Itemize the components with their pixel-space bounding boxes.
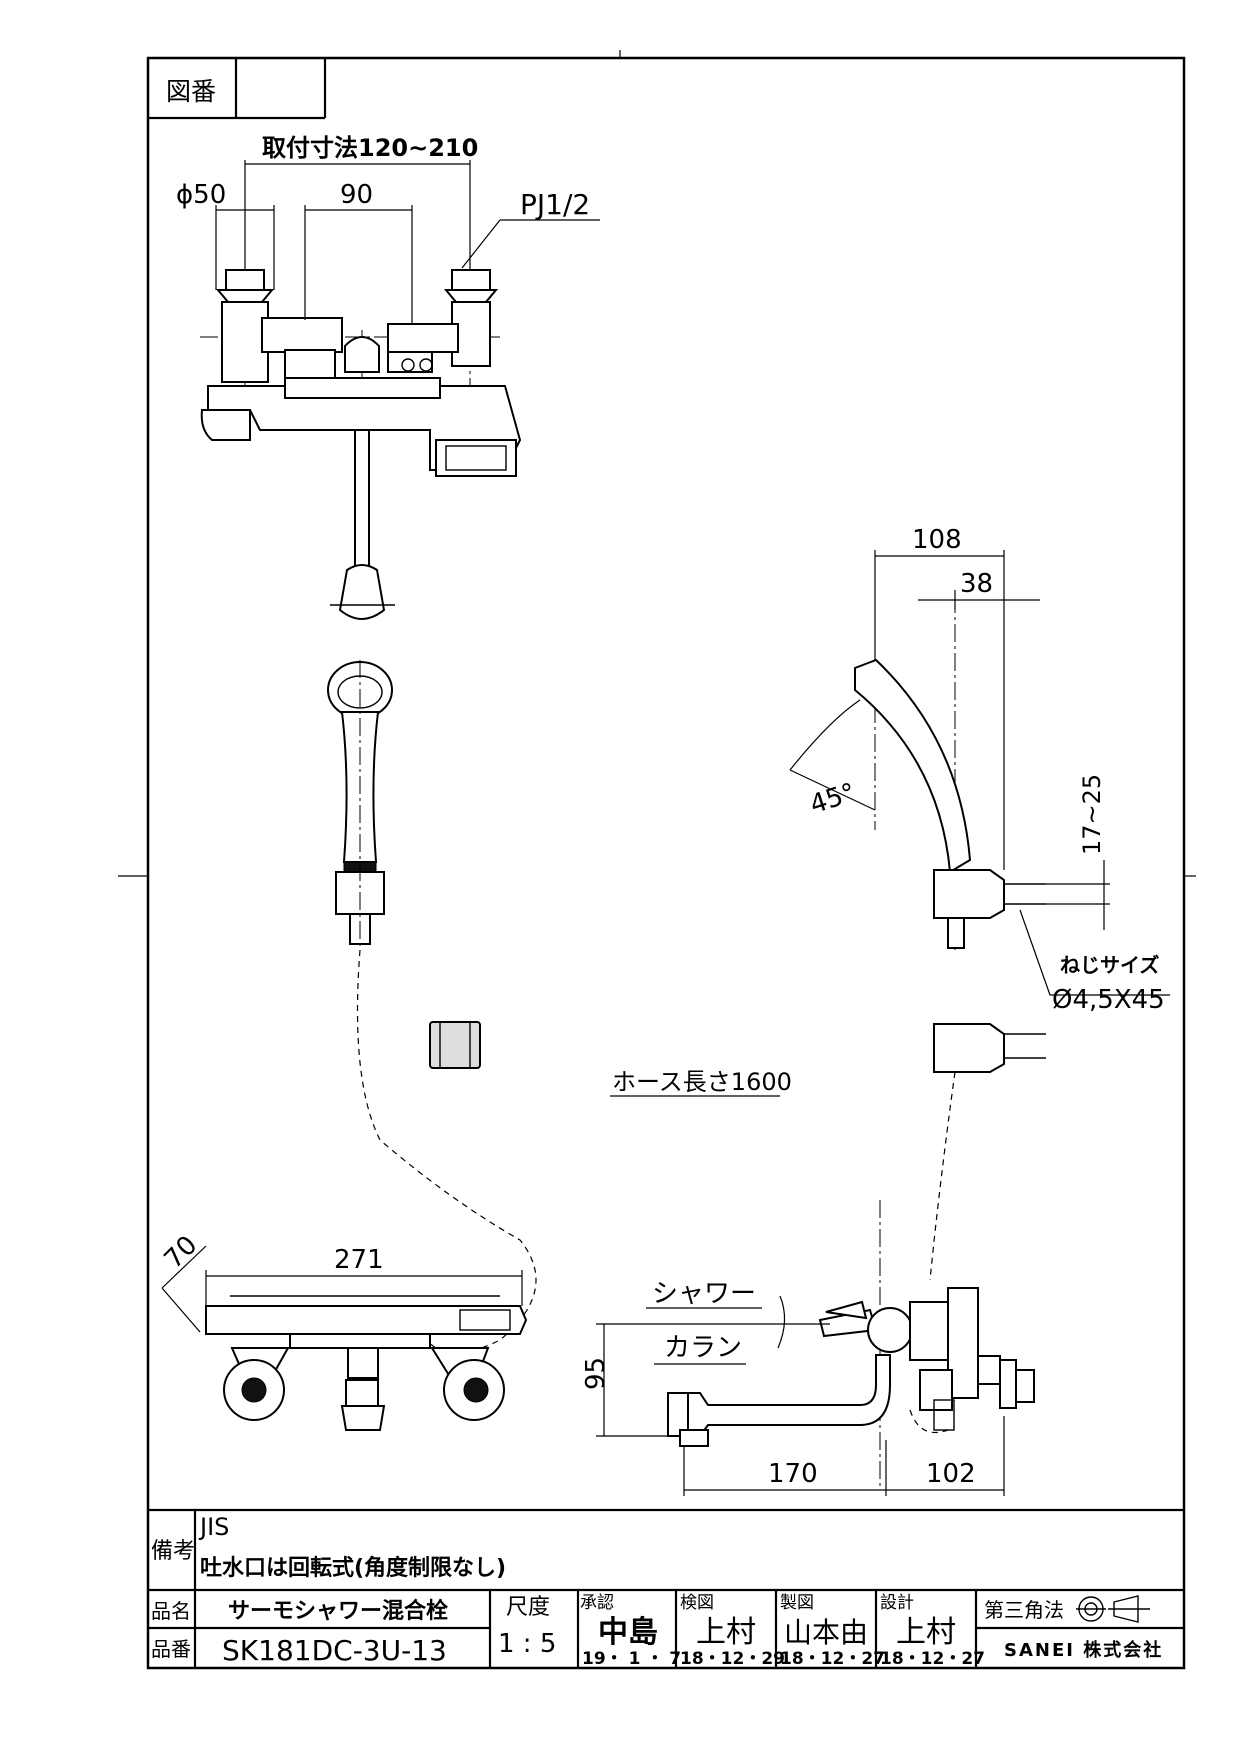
drawing-number-label: 図番 bbox=[166, 77, 216, 106]
dim-70: 70 bbox=[159, 1230, 204, 1275]
dim-pj: PJ1/2 bbox=[520, 188, 590, 221]
part-number: SK181DC-3U-13 bbox=[222, 1634, 447, 1667]
projection-label: 第三角法 bbox=[984, 1598, 1064, 1622]
dim-phi50: ϕ50 bbox=[176, 180, 226, 210]
approval-label: 承認 bbox=[580, 1593, 614, 1613]
draft-label: 製図 bbox=[780, 1593, 814, 1613]
side-view-dimensions: 108 38 45° 17~25 ねじサイズ Ø4,5X45 bbox=[789, 525, 1170, 1015]
product-name: サーモシャワー混合栓 bbox=[228, 1598, 448, 1624]
drawing-border bbox=[146, 56, 1186, 1670]
dim-mount-pitch: 取付寸法120~210 bbox=[262, 134, 478, 162]
draft-name: 山本由 bbox=[784, 1616, 868, 1649]
dim-102: 102 bbox=[926, 1459, 976, 1489]
side-view-faucet-dimensions: シャワー カラン 95 170 102 bbox=[581, 1279, 1005, 1496]
front-view bbox=[200, 262, 522, 620]
screw-size-label: ねじサイズ bbox=[1060, 953, 1159, 977]
dim-170: 170 bbox=[768, 1459, 818, 1489]
hose-length-note: ホース長さ1600 bbox=[610, 1068, 792, 1097]
front-view-dimensions: 取付寸法120~210 ϕ50 90 PJ1/2 bbox=[176, 134, 600, 325]
remarks-label: 備考 bbox=[151, 1539, 195, 1564]
dim-90: 90 bbox=[340, 180, 373, 210]
label-karan: カラン bbox=[664, 1333, 742, 1363]
dim-271: 271 bbox=[334, 1245, 384, 1275]
remarks-line-1: JIS bbox=[198, 1513, 229, 1541]
plan-view bbox=[205, 1295, 528, 1431]
shower-head-front bbox=[327, 660, 537, 1354]
dim-angle45: 45° bbox=[806, 778, 859, 821]
dim-108: 108 bbox=[912, 525, 962, 555]
design-name: 上村 bbox=[896, 1615, 956, 1650]
side-view-faucet bbox=[667, 1200, 1035, 1490]
hose-length: ホース長さ1600 bbox=[612, 1068, 792, 1096]
product-name-label: 品名 bbox=[151, 1599, 191, 1623]
part-number-label: 品番 bbox=[151, 1637, 191, 1661]
scale-value: 1 : 5 bbox=[498, 1629, 556, 1659]
approval-name: 中島 bbox=[598, 1615, 658, 1650]
dim-17-25: 17~25 bbox=[1078, 774, 1106, 855]
design-label: 設計 bbox=[880, 1593, 914, 1613]
screw-size: Ø4,5X45 bbox=[1052, 985, 1165, 1015]
dim-95: 95 bbox=[581, 1357, 611, 1390]
drawing-number-box: 図番 bbox=[148, 58, 327, 120]
third-angle-projection-icon bbox=[1076, 1595, 1150, 1623]
side-view-shower bbox=[854, 560, 1046, 1281]
scale-label: 尺度 bbox=[506, 1595, 550, 1620]
label-shower: シャワー bbox=[652, 1279, 756, 1309]
check-label: 検図 bbox=[680, 1593, 714, 1613]
check-date: 18・12・29 bbox=[680, 1649, 785, 1669]
check-name: 上村 bbox=[696, 1615, 756, 1650]
remarks-line-2: 吐水口は回転式(角度制限なし) bbox=[200, 1555, 506, 1581]
company-name: SANEI 株式会社 bbox=[1004, 1639, 1163, 1661]
draft-date: 18・12・27 bbox=[780, 1649, 885, 1669]
title-block: 備考 JIS 吐水口は回転式(角度制限なし) 品名 サーモシャワー混合栓 品番 … bbox=[148, 1508, 1184, 1669]
dim-38: 38 bbox=[960, 569, 993, 599]
design-date: 18・12・27 bbox=[880, 1649, 985, 1669]
approval-date: 19・ 1 ・ 7 bbox=[582, 1649, 681, 1669]
